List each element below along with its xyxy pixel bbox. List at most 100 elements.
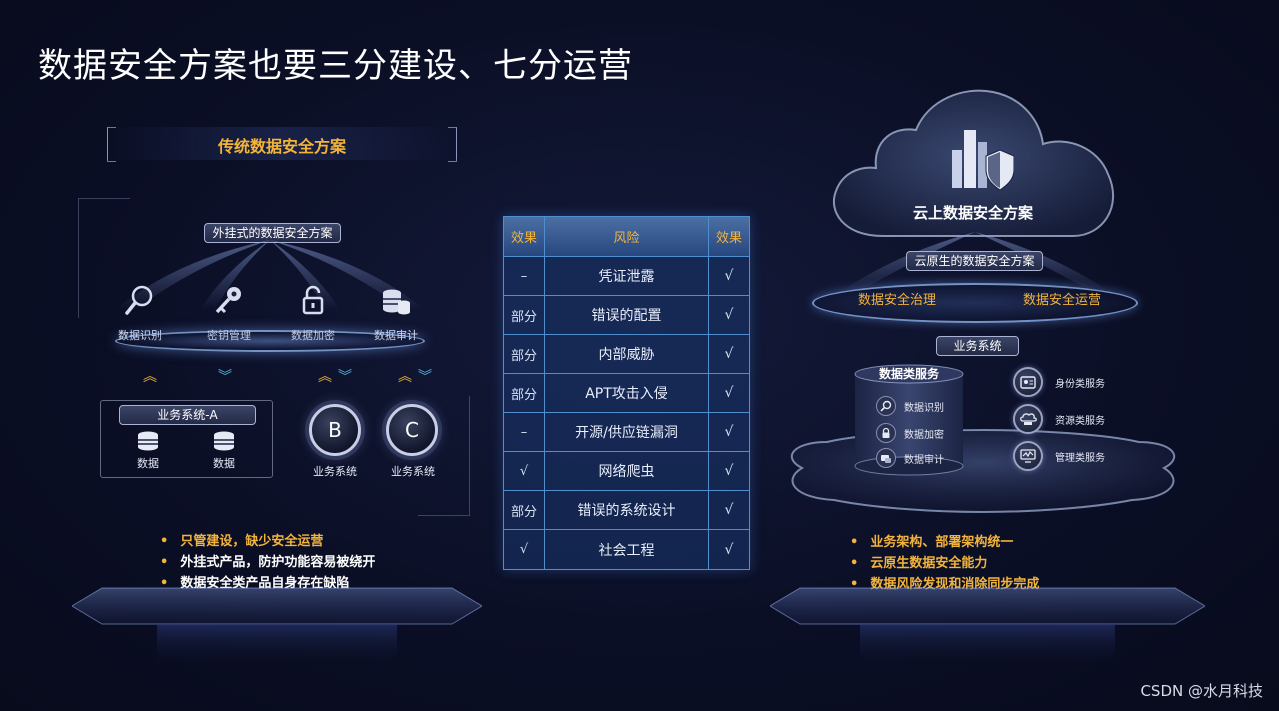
governance-operation-ring: [812, 283, 1138, 323]
lock-icon: [876, 423, 896, 443]
cell-right: √: [724, 541, 734, 558]
mini-label: 数据审计: [904, 454, 944, 466]
cell-risk: 内部威胁: [545, 335, 709, 373]
unlock-icon: [302, 285, 324, 315]
cell-risk: 凭证泄露: [545, 257, 709, 295]
database-icon: [138, 431, 158, 451]
table-row: 部分 APT攻击入侵 √: [504, 373, 749, 412]
table-row: 部分 错误的系统设计 √: [504, 490, 749, 529]
left-title-frame: [107, 127, 457, 160]
cell-left: 部分: [504, 335, 545, 373]
cell-risk: 网络爬虫: [545, 452, 709, 490]
business-system-a-tag: 业务系统-A: [119, 405, 256, 425]
key-icon: [215, 287, 241, 314]
business-system-tag: 业务系统: [936, 336, 1019, 356]
left-icon-platform-disc: [115, 330, 425, 352]
cell-risk: 错误的系统设计: [545, 491, 709, 529]
left-bullet-list: •只管建设，缺少安全运营 •外挂式产品，防护功能容易被绕开 •数据安全类产品自身…: [160, 531, 375, 594]
header-left-effect: 效果: [504, 217, 545, 256]
service-resource: 资源类服务: [1013, 404, 1105, 434]
cell-left: 部分: [504, 491, 545, 529]
cell-risk: 错误的配置: [545, 296, 709, 334]
left-title-frame-brackets: [107, 127, 457, 162]
mini-label: 数据识别: [904, 402, 944, 414]
cell-risk: 社会工程: [545, 530, 709, 569]
cell-left: –: [504, 257, 545, 295]
business-system-b-label: 业务系统: [313, 465, 357, 478]
cloud-platform: [790, 428, 1176, 514]
business-system-b-circle: B: [309, 404, 361, 456]
service-identity: 身份类服务: [1013, 367, 1105, 397]
business-system-c-circle: C: [386, 404, 438, 456]
service-label: 身份类服务: [1055, 378, 1105, 390]
header-risk: 风险: [545, 217, 709, 256]
audit-icon: [876, 448, 896, 468]
database-stack-icon: [383, 289, 410, 315]
cell-risk: APT攻击入侵: [545, 374, 709, 412]
cell-left: –: [504, 413, 545, 451]
cell-left: √: [504, 452, 545, 490]
table-row: – 开源/供应链漏洞 √: [504, 412, 749, 451]
list-item: •外挂式产品，防护功能容易被绕开: [160, 555, 376, 570]
cell-right: √: [724, 463, 734, 479]
list-item: •业务架构、部署架构统一: [850, 535, 1014, 550]
header-right-effect: 效果: [715, 231, 742, 246]
left-pedestal: [72, 587, 482, 666]
table-row: √ 网络爬虫 √: [504, 451, 749, 490]
watermark: CSDN @水月科技: [1140, 682, 1263, 700]
table-row: – 凭证泄露 √: [504, 256, 749, 295]
table-row: 部分 内部威胁 √: [504, 334, 749, 373]
cell-left: 部分: [504, 296, 545, 334]
cell-right: √: [724, 268, 734, 284]
cyl-item-identify: 数据识别: [876, 396, 944, 416]
list-item: •数据安全类产品自身存在缺陷: [160, 576, 350, 591]
cell-left: 部分: [504, 374, 545, 412]
right-pedestal: [770, 587, 1205, 666]
risk-comparison-table: 效果 风险 效果 – 凭证泄露 √ 部分 错误的配置 √ 部分 内部威胁 √ 部…: [503, 216, 750, 570]
service-management: 管理类服务: [1013, 441, 1105, 471]
business-system-c-label: 业务系统: [391, 465, 435, 478]
data-service-cylinder: [854, 364, 964, 476]
left-panel-title: 传统数据安全方案: [217, 137, 346, 156]
left-panel-bracket: [78, 198, 470, 516]
data-label: 数据: [137, 457, 159, 470]
cloud-server-icon: [1013, 404, 1043, 434]
plugin-solution-tag: 外挂式的数据安全方案: [204, 223, 341, 243]
search-icon: [125, 285, 153, 315]
table-row: √ 社会工程 √: [504, 529, 749, 569]
chevron-up-icon: ︽: [318, 369, 332, 385]
database-icon: [214, 431, 234, 451]
business-system-a-box: [100, 400, 273, 478]
chevron-down-icon: ︾: [418, 369, 432, 385]
list-item: •云原生数据安全能力: [850, 556, 988, 571]
chevron-up-icon: ︽: [143, 369, 157, 385]
search-icon: [876, 396, 896, 416]
cell-right: √: [724, 307, 734, 323]
cyl-item-audit: 数据审计: [876, 448, 944, 468]
service-label: 管理类服务: [1055, 452, 1105, 464]
id-card-icon: [1013, 367, 1043, 397]
table-header-row: 效果 风险 效果: [504, 217, 749, 256]
data-operation-label: 数据安全运营: [1023, 293, 1102, 308]
data-governance-label: 数据安全治理: [858, 293, 937, 308]
service-label: 资源类服务: [1055, 415, 1105, 427]
cell-left: √: [504, 530, 545, 569]
cell-right: √: [724, 424, 734, 440]
data-label: 数据: [213, 457, 235, 470]
cloud-native-solution-tag: 云原生的数据安全方案: [906, 251, 1043, 271]
shield-building-icon: [952, 130, 1014, 191]
list-item: •只管建设，缺少安全运营: [160, 534, 324, 549]
cell-right: √: [724, 502, 734, 518]
cell-risk: 开源/供应链漏洞: [545, 413, 709, 451]
cloud-solution-title: 云上数据安全方案: [912, 204, 1033, 222]
page-title: 数据安全方案也要三分建设、七分运营: [38, 46, 633, 86]
data-service-title: 数据类服务: [878, 367, 939, 381]
monitor-icon: [1013, 441, 1043, 471]
chevron-down-icon: ︾: [218, 369, 232, 385]
cyl-item-encrypt: 数据加密: [876, 423, 944, 443]
chevron-up-icon: ︽: [398, 369, 412, 385]
cell-right: √: [724, 385, 734, 401]
table-row: 部分 错误的配置 √: [504, 295, 749, 334]
cell-right: √: [724, 346, 734, 362]
mini-label: 数据加密: [904, 429, 944, 441]
